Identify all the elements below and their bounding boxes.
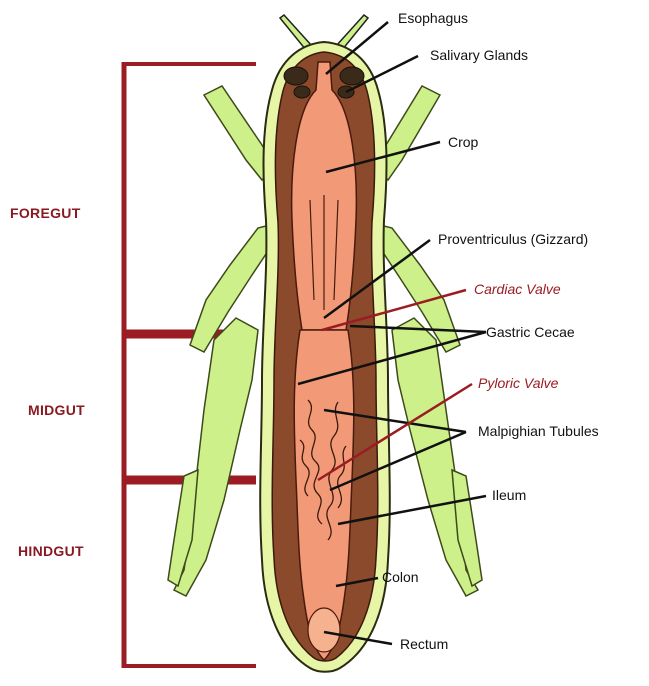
label-colon: Colon <box>382 569 419 585</box>
label-gastric-cecae: Gastric Cecae <box>486 324 575 340</box>
label-rectum: Rectum <box>400 636 448 652</box>
label-pyloric-valve: Pyloric Valve <box>478 375 558 391</box>
section-label-midgut: MIDGUT <box>28 402 85 418</box>
label-malpighian-tubules: Malpighian Tubules <box>478 423 599 439</box>
label-proventriculus: Proventriculus (Gizzard) <box>438 231 588 247</box>
label-cardiac-valve: Cardiac Valve <box>474 281 561 297</box>
label-crop: Crop <box>448 134 478 150</box>
section-label-foregut: FOREGUT <box>10 205 81 221</box>
label-ileum: Ileum <box>492 487 526 503</box>
label-esophagus: Esophagus <box>398 10 468 26</box>
rectum-shape <box>308 608 340 652</box>
label-salivary-glands: Salivary Glands <box>430 47 528 63</box>
section-label-hindgut: HINDGUT <box>18 543 84 559</box>
